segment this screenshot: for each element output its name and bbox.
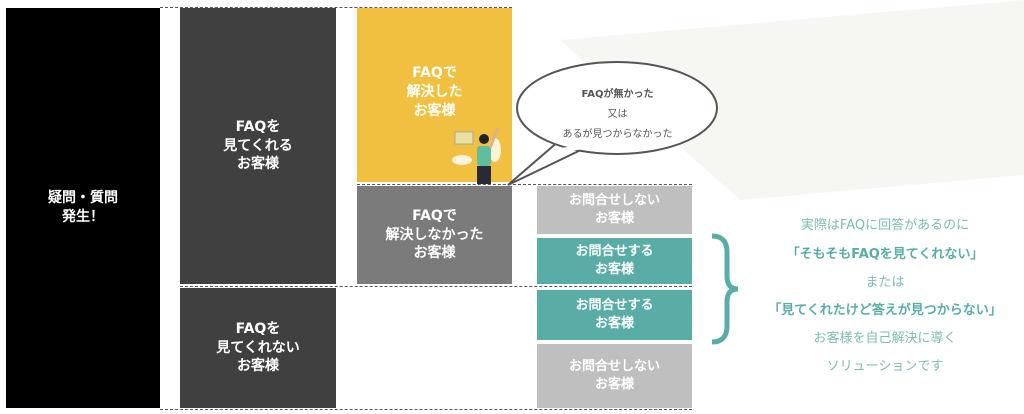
views-faq-box: FAQを 見てくれる お客様 — [180, 8, 336, 284]
message-line: 「見てくれたけど答えが見つからない」 — [768, 303, 1002, 318]
message-line: または — [865, 275, 905, 290]
woman-illustration-icon — [452, 127, 501, 184]
brace-icon — [711, 233, 739, 345]
inquiry-box: お問合せする お客様 — [537, 290, 692, 340]
speech-bubble-text: FAQが無かった 又は あるが見つからなかった — [530, 85, 705, 145]
no-inquiry-box: お問合せしない お客様 — [537, 186, 692, 234]
bubble-line: FAQが無かった — [581, 89, 654, 100]
divider — [160, 7, 512, 8]
solved-box: FAQで 解決した お客様 — [357, 8, 512, 182]
divider — [160, 409, 692, 410]
question-occurred-box: 疑問・質問 発生！ — [6, 8, 160, 408]
message-line: 「そもそもFAQを見てくれない」 — [786, 247, 984, 262]
inquiry-box: お問合せする お客様 — [537, 238, 692, 284]
unsolved-box: FAQで 解決しなかった お客様 — [357, 186, 512, 284]
no-inquiry-box: お問合せしない お客様 — [537, 344, 692, 408]
divider — [357, 184, 692, 185]
bubble-line: あるが見つからなかった — [562, 129, 673, 140]
message-line: ソリューションです — [826, 359, 944, 374]
not-view-faq-box: FAQを 見てくれない お客様 — [180, 288, 336, 408]
message-line: 実際はFAQに回答があるのに — [800, 218, 970, 233]
speech-bubble — [516, 61, 718, 155]
message-line: お客様を自己解決に導く — [813, 331, 957, 346]
divider — [180, 286, 692, 287]
bubble-line: 又は — [607, 109, 628, 120]
